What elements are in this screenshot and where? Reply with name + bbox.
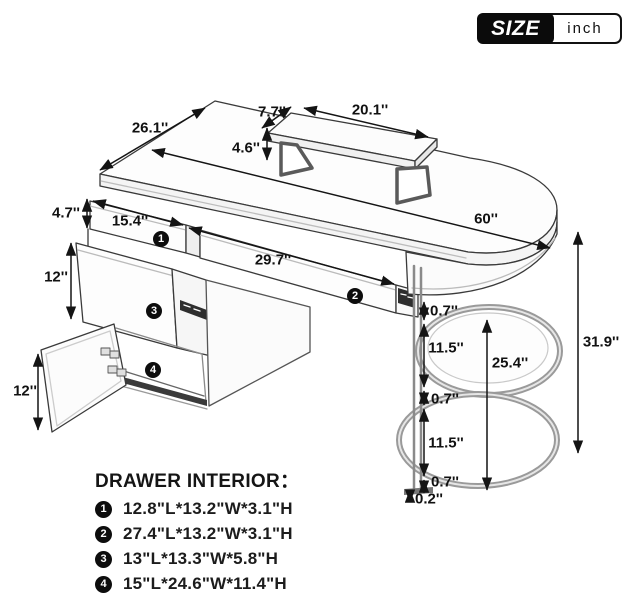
marker-drawer-1: 1 — [153, 231, 169, 247]
cabinet-bottom-panel — [113, 367, 205, 397]
dim-drawer2-width: 29.7'' — [254, 251, 292, 269]
dim-drawer1-width: 15.4'' — [111, 212, 149, 230]
dim-bottom-shelf: 0.7'' — [431, 473, 459, 491]
dim-floor-gap: 0.2'' — [415, 490, 443, 508]
dim-desk-depth: 26.1'' — [131, 119, 169, 137]
legend-badge-4: 4 — [95, 575, 112, 593]
cabinet-kickplate-shadow — [120, 385, 208, 410]
dim-total-height: 31.9'' — [582, 333, 620, 351]
dim-shelf-inner-height: 25.4'' — [491, 354, 529, 372]
cabinet-door-inner-line — [45, 330, 122, 427]
pedestal-right-side — [205, 279, 311, 407]
dim-stand-depth: 7.7'' — [258, 103, 286, 121]
drawer-interior-legend: DRAWER INTERIOR： 1 12.8"L*13.2"W*3.1"H 2… — [95, 466, 299, 593]
drawer-3-lip — [77, 249, 175, 277]
legend-badge-3: 3 — [95, 550, 112, 568]
legend-text-4: 15"L*24.6"W*11.4"H — [123, 574, 287, 593]
dim-stand-height: 4.6'' — [232, 139, 260, 157]
drawer-3-slide-rail — [180, 300, 207, 320]
marker-drawer-3: 3 — [146, 303, 162, 319]
shelf-ring-lower-highlight — [398, 393, 558, 487]
drawer-2-slide-slots — [400, 293, 414, 299]
legend-item-3: 3 13"L*13.3"W*5.8"H — [95, 549, 299, 568]
dim-door-height: 12'' — [13, 382, 37, 400]
arrow-desk-depth — [99, 107, 206, 171]
dim-drawer1-height: 4.7'' — [52, 204, 80, 222]
legend-item-2: 2 27.4"L*13.2"W*3.1"H — [95, 524, 299, 543]
dim-top-lip: 0.7'' — [430, 302, 458, 320]
size-unit-label: inch — [548, 13, 622, 44]
marker-drawer-2: 2 — [347, 288, 363, 304]
legend-item-4: 4 15"L*24.6"W*11.4"H — [95, 574, 299, 593]
desk-right-drum — [405, 221, 558, 296]
arrow-stand-width — [303, 105, 429, 140]
size-badge: SIZE inch — [477, 13, 622, 44]
dim-desk-width: 60'' — [474, 210, 498, 228]
dimension-arrows — [32, 105, 584, 503]
legend-badge-1: 1 — [95, 500, 112, 518]
cabinet-kickplate — [119, 376, 207, 406]
dim-middle-shelf: 0.7'' — [431, 390, 459, 408]
legend-badge-2: 2 — [95, 525, 112, 543]
legend-text-3: 13"L*13.3"W*5.8"H — [123, 549, 279, 568]
legend-text-1: 12.8"L*13.2"W*3.1"H — [123, 499, 293, 518]
legend-title: DRAWER INTERIOR： — [95, 471, 300, 492]
legend-text-2: 27.4"L*13.2"W*3.1"H — [123, 524, 293, 543]
size-label: SIZE — [477, 13, 554, 44]
arrow-drawer2-width — [188, 226, 395, 286]
arrow-stand-depth — [261, 106, 292, 129]
dim-drawer3-height: 12'' — [44, 268, 68, 286]
monitor-stand-leg-right — [395, 165, 432, 205]
drawer-3-slide-slots — [183, 304, 201, 312]
marker-cabinet-4: 4 — [145, 362, 161, 378]
cabinet-opening-lines — [115, 327, 207, 403]
dim-stand-width: 20.1'' — [351, 101, 389, 119]
door-hinges — [100, 347, 127, 377]
dim-lower-gap: 11.5'' — [428, 434, 464, 452]
legend-item-1: 1 12.8"L*13.2"W*3.1"H — [95, 499, 299, 518]
dim-upper-gap: 11.5'' — [428, 339, 464, 357]
arrow-desk-width — [151, 147, 551, 251]
